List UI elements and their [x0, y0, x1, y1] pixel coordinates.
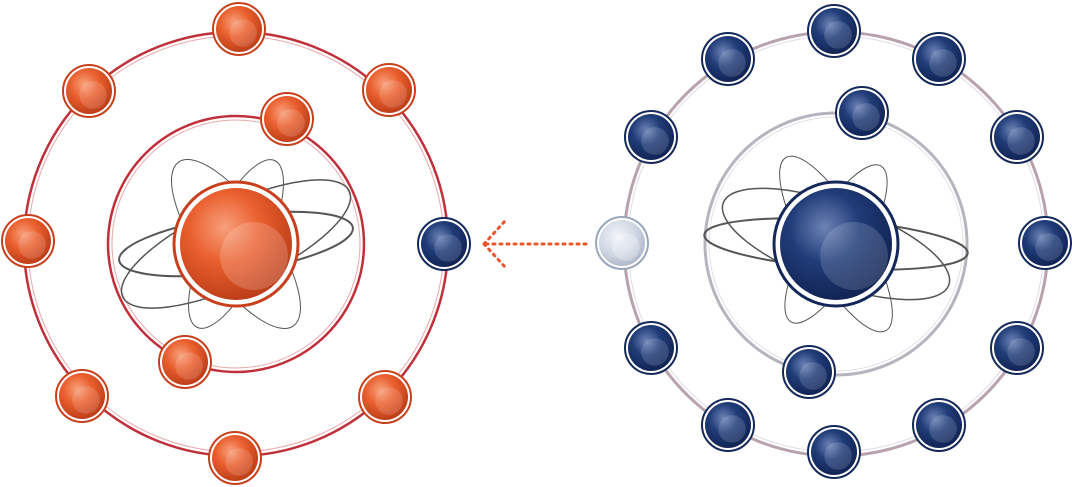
left-outer-electron	[362, 63, 416, 117]
right-outer-electron	[624, 110, 678, 164]
right-nucleus	[772, 180, 900, 308]
right-outer-electron	[990, 321, 1044, 375]
right-outer-electron	[912, 32, 966, 86]
ghost-electron	[595, 216, 649, 270]
right-outer-electron	[1018, 216, 1072, 270]
arrow-head-lower	[482, 242, 507, 269]
right-outer-electron	[624, 321, 678, 375]
left-inner-electron	[158, 335, 212, 389]
left-outer-electron	[212, 2, 266, 56]
left-outer-electron	[208, 431, 262, 485]
left-outer-electron	[55, 369, 109, 423]
right-outer-electron	[701, 398, 755, 452]
left-outer-electron	[358, 370, 412, 424]
right-outer-electron	[990, 110, 1044, 164]
left-nucleus	[172, 180, 300, 308]
electron-transfer-arrow	[482, 219, 588, 269]
left-atom	[22, 30, 450, 458]
left-inner-shell	[106, 114, 366, 374]
transferred-electron	[417, 217, 471, 271]
arrow-head-upper	[482, 219, 507, 246]
left-outer-electron	[62, 64, 116, 118]
right-inner-electron	[835, 86, 889, 140]
right-outer-electron	[807, 4, 861, 58]
right-outer-electron	[912, 398, 966, 452]
left-outer-electron	[1, 214, 55, 268]
right-atom	[622, 30, 1050, 458]
right-outer-electron	[807, 425, 861, 479]
left-inner-shell-inner-line	[111, 119, 361, 369]
right-inner-electron	[782, 345, 836, 399]
right-outer-electron	[701, 32, 755, 86]
left-inner-electron	[260, 92, 314, 146]
